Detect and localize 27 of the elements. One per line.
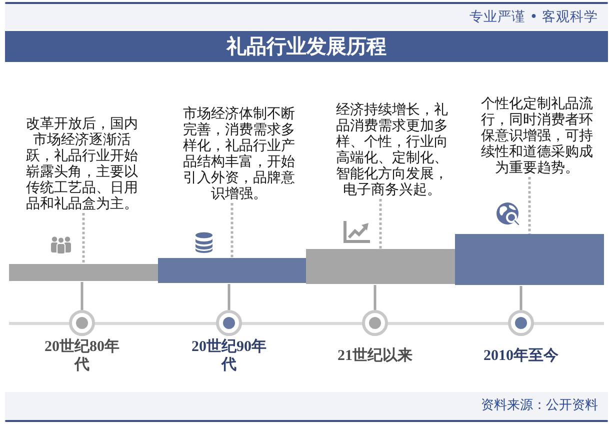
- dotted-line: [82, 213, 85, 264]
- date-label: 20世纪80年代: [44, 338, 120, 374]
- dotted-line: [230, 203, 234, 258]
- description-text: 个性化定制礼品流行，同时消费者环保意识增强，可持续性和道德采购成为重要趋势。: [479, 96, 595, 176]
- connector-line: [374, 285, 376, 310]
- timeline-marker: [216, 310, 242, 336]
- step-bar: [455, 234, 604, 285]
- timeline-marker: [69, 310, 95, 336]
- step-bar: [9, 264, 158, 281]
- timeline-marker: [508, 310, 534, 336]
- description-text: 市场经济体制不断完善，消费需求多样化，礼品行业产品结构丰富，开始引入外资，品牌意识增强。: [181, 106, 297, 202]
- connector-line: [80, 282, 84, 310]
- timeline-marker: [362, 310, 388, 336]
- slogan-text: 专业严谨 • 客观科学: [469, 9, 598, 25]
- description-text: 经济持续增长，礼品消费需求更加多样、个性，行业向高端化、定制化、智能化方向发展，电子商务兴起。: [334, 102, 450, 198]
- source-note: 资料来源：公开资料: [481, 398, 598, 414]
- date-label: 2010年至今: [484, 347, 558, 365]
- connector-line: [520, 286, 522, 310]
- dotted-line: [528, 177, 531, 234]
- description-text: 改革开放后，国内市场经济逐渐活跃，礼品行业开始崭露头角，主要以传统工艺品、日用品和礼品盒为主。: [24, 116, 140, 212]
- date-label: 20世纪90年代: [190, 338, 268, 374]
- step-bar: [306, 249, 455, 284]
- date-label: 21世纪以来: [338, 347, 412, 365]
- connector-line: [228, 284, 230, 310]
- step-bar: [158, 258, 306, 283]
- dotted-line: [379, 199, 382, 249]
- title-bar: 礼品行业发展历程: [5, 31, 608, 62]
